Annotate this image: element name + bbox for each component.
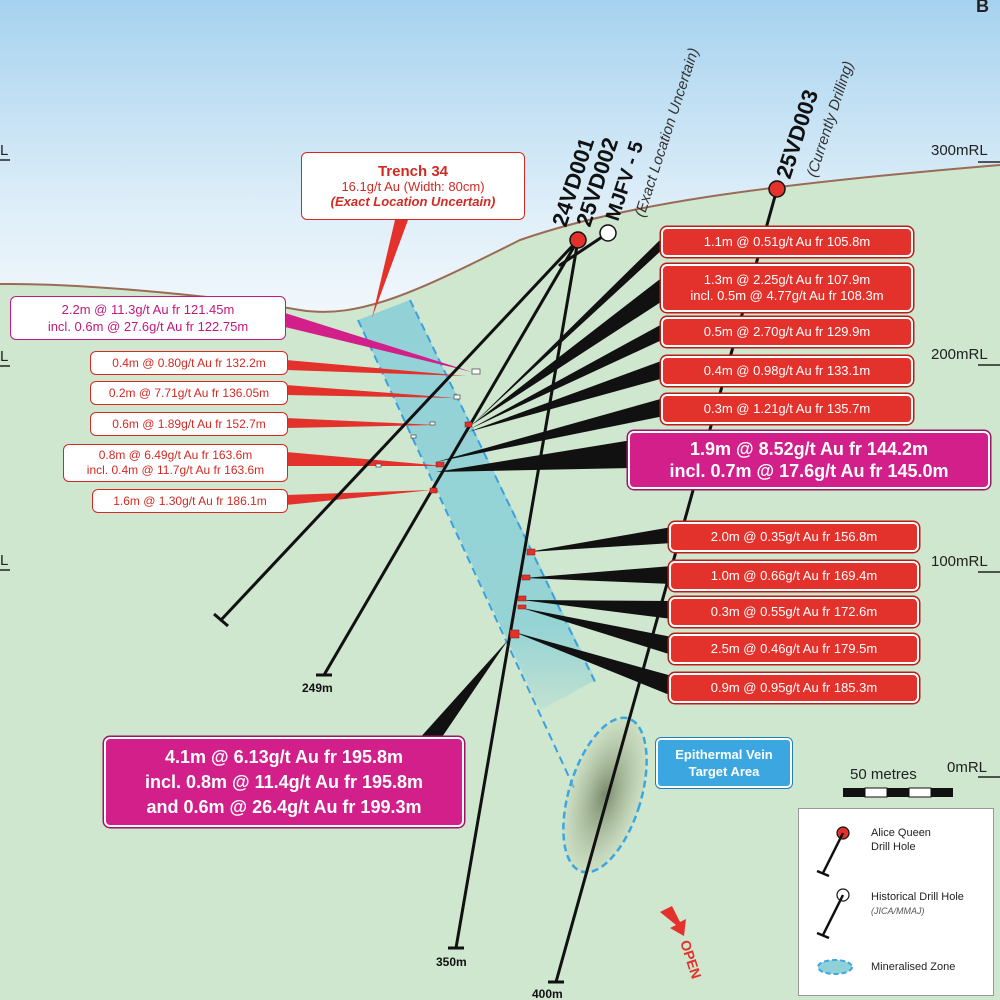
- legend-graphics: [816, 826, 853, 975]
- legend: Alice Queen Drill Hole Historical Drill …: [798, 808, 994, 996]
- highlight-lower-line2: incl. 0.8m @ 11.4g/t Au fr 195.8m: [145, 771, 423, 792]
- legend-aq-line1: Alice Queen: [871, 827, 931, 839]
- scale-bar: [843, 787, 953, 798]
- rl-300: 300mRL: [931, 142, 988, 159]
- right-intercept-5: 0.3m @ 1.21g/t Au fr 135.7m: [661, 394, 913, 424]
- right-intercept-4: 0.4m @ 0.98g/t Au fr 133.1m: [661, 356, 913, 386]
- legend-aq-trace-icon: [821, 832, 845, 874]
- left-intercept-3: 0.6m @ 1.89g/t Au fr 152.7m: [90, 412, 288, 436]
- rl-200: 200mRL: [931, 346, 988, 363]
- right-intercept-2: 1.3m @ 2.25g/t Au fr 107.9m incl. 0.5m @…: [661, 264, 913, 312]
- target-ellipse: [562, 716, 648, 874]
- zone-boundary-left: [357, 319, 576, 791]
- target-line2: Target Area: [688, 764, 760, 779]
- right-intercept-2-line2: incl. 0.5m @ 4.77g/t Au fr 108.3m: [690, 288, 884, 303]
- legend-zone-label: Mineralised Zone: [871, 961, 956, 973]
- highlight-upper-line2: incl. 0.7m @ 17.6g/t Au fr 145.0m: [669, 461, 949, 481]
- left-intercept-1: 0.4m @ 0.80g/t Au fr 132.2m: [90, 351, 288, 375]
- legend-zone-icon: [817, 959, 853, 975]
- hole-end-caps: [213, 612, 564, 984]
- rl-left-200: L: [0, 348, 9, 365]
- legend-hist-line1: Historical Drill Hole: [871, 891, 964, 903]
- right-callout-wedges: [436, 236, 672, 696]
- right-intercept-3: 0.5m @ 2.70g/t Au fr 129.9m: [661, 317, 913, 347]
- historical-intercept: 2.2m @ 11.3g/t Au fr 121.45m incl. 0.6m …: [10, 296, 286, 340]
- rl-left-300: L: [0, 142, 9, 159]
- depth-400: 400m: [532, 987, 563, 1000]
- highlight-upper-line1: 1.9m @ 8.52g/t Au fr 144.2m: [690, 439, 928, 459]
- right-intercept-7: 1.0m @ 0.66g/t Au fr 169.4m: [669, 561, 919, 591]
- trench-grade: 16.1g/t Au (Width: 80cm): [341, 178, 485, 194]
- target-label: Epithermal Vein Target Area: [656, 738, 792, 788]
- open-arrow-icon: [660, 906, 686, 936]
- right-intercept-10: 0.9m @ 0.95g/t Au fr 185.3m: [669, 673, 919, 703]
- trench-callout-wedge: [372, 220, 408, 318]
- legend-hist-line2: (JICA/MMAJ): [871, 906, 925, 916]
- collar-25vd003: [768, 180, 786, 198]
- left-intercept-2: 0.2m @ 7.71g/t Au fr 136.05m: [90, 381, 288, 405]
- collar-mjfv5: [599, 224, 617, 242]
- trench-callout: Trench 34 16.1g/t Au (Width: 80cm) (Exac…: [301, 152, 525, 220]
- historical-line1: 2.2m @ 11.3g/t Au fr 121.45m: [61, 302, 235, 317]
- right-intercept-2-line1: 1.3m @ 2.25g/t Au fr 107.9m: [703, 272, 871, 287]
- rl-left-100: L: [0, 552, 9, 569]
- highlight-lower-line3: and 0.6m @ 26.4g/t Au fr 199.3m: [146, 796, 422, 817]
- left-intercept-4-line2: incl. 0.4m @ 11.7g/t Au fr 163.6m: [86, 463, 265, 477]
- right-intercept-1: 1.1m @ 0.51g/t Au fr 105.8m: [661, 227, 913, 257]
- legend-aq-line2: Drill Hole: [871, 841, 916, 853]
- historical-ticks: [375, 368, 481, 468]
- rl-ticks: [0, 159, 1000, 778]
- scale-label: 50 metres: [850, 766, 917, 783]
- historical-callout-wedge: [285, 313, 472, 372]
- trench-title: Trench 34: [377, 162, 449, 180]
- target-line1: Epithermal Vein: [675, 747, 773, 762]
- intercept-ticks: [429, 421, 536, 639]
- rl-0: 0mRL: [947, 759, 988, 776]
- left-intercept-4: 0.8m @ 6.49g/t Au fr 163.6m incl. 0.4m @…: [63, 444, 288, 482]
- historical-line2: incl. 0.6m @ 27.6g/t Au fr 122.75m: [47, 319, 249, 334]
- right-intercept-9: 2.5m @ 0.46g/t Au fr 179.5m: [669, 634, 919, 664]
- left-intercept-5: 1.6m @ 1.30g/t Au fr 186.1m: [92, 489, 288, 513]
- rl-100: 100mRL: [931, 553, 988, 570]
- mineralised-zone: [358, 300, 596, 710]
- panel-label: B: [976, 0, 989, 16]
- depth-249: 249m: [302, 681, 333, 695]
- left-intercept-4-line1: 0.8m @ 6.49g/t Au fr 163.6m: [98, 448, 253, 462]
- collar-24vd001: [569, 231, 587, 249]
- right-intercept-6: 2.0m @ 0.35g/t Au fr 156.8m: [669, 522, 919, 552]
- legend-hist-trace-icon: [821, 894, 845, 936]
- left-callout-wedges: [286, 360, 466, 505]
- highlight-lower: 4.1m @ 6.13g/t Au fr 195.8m incl. 0.8m @…: [104, 737, 464, 827]
- highlight-lower-line1: 4.1m @ 6.13g/t Au fr 195.8m: [165, 746, 403, 767]
- right-intercept-8: 0.3m @ 0.55g/t Au fr 172.6m: [669, 597, 919, 627]
- highlight-upper: 1.9m @ 8.52g/t Au fr 144.2m incl. 0.7m @…: [628, 431, 990, 489]
- drill-traces: [219, 187, 779, 984]
- topography-line: [0, 164, 1000, 313]
- trench-note: (Exact Location Uncertain): [330, 193, 496, 209]
- depth-350: 350m: [436, 955, 467, 969]
- lower-highlight-wedge: [418, 640, 508, 740]
